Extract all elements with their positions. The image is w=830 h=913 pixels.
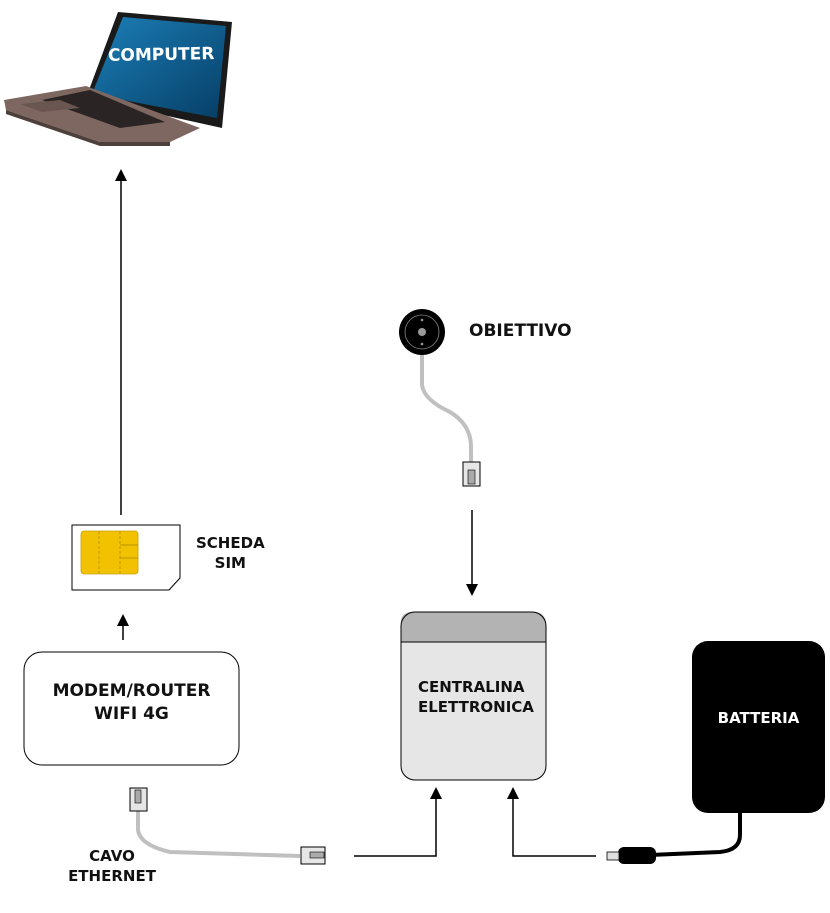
controller-label-line2: ELETTRONICA [418,698,534,717]
modem-router-box [23,651,240,766]
ethernet-label-line1: CAVO [89,847,135,865]
lens-label: OBIETTIVO [469,321,572,341]
laptop-icon [4,12,232,146]
sim-label: SCHEDA SIM [196,533,265,574]
sim-label-line2: SIM [214,554,246,573]
ethernet-label: CAVO ETHERNET [60,846,164,887]
ethernet-label-line2: ETHERNET [68,867,156,886]
lens-icon [399,309,481,487]
sim-label-line1: SCHEDA [196,534,265,552]
computer-label: COMPUTER [107,44,215,66]
battery-label: BATTERIA [717,709,800,727]
modem-label: MODEM/ROUTER WIFI 4G [24,680,239,726]
arrow-ethernet-to-controller [354,787,442,857]
controller-label: CENTRALINA ELETTRONICA [401,677,546,718]
ethernet-cable-icon [129,787,326,865]
arrow-battery-to-controller [507,787,596,857]
sim-card-icon [71,524,181,591]
battery-icon [606,641,825,864]
controller-box [400,611,547,781]
controller-label-line1: CENTRALINA [418,678,525,696]
modem-label-line2: WIFI 4G [94,703,169,724]
modem-label-line1: MODEM/ROUTER [52,681,211,701]
